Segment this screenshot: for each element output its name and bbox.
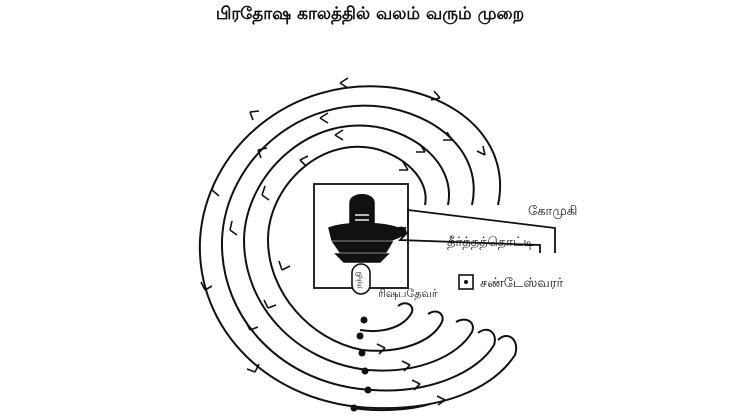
start-dot (358, 349, 366, 357)
channel-line-inner (397, 231, 541, 253)
start-dot (360, 316, 368, 324)
arrow-mark (229, 220, 238, 236)
water-channel (397, 208, 556, 253)
arrow-mark (411, 379, 421, 391)
arrow-mark (476, 145, 486, 156)
arrow-mark (319, 112, 329, 124)
path-ring-6 (351, 403, 431, 412)
path-ring-5 (359, 302, 414, 332)
chandeswarar-dot (464, 280, 468, 284)
arrow-mark (430, 90, 441, 101)
circumambulation-paths (198, 85, 518, 412)
label-theertha-thotti: தீர்த்தத்தொட்டி (447, 235, 534, 250)
diagram-title: பிரதோஷ காலத்தில் வலம் வரும் முறை (215, 4, 525, 24)
path-ring-3 (242, 124, 474, 372)
nandi-icon: நந்தி (351, 263, 371, 295)
arrow-mark (278, 260, 291, 271)
start-dot (361, 367, 369, 375)
direction-arrows (200, 77, 486, 406)
start-dot (356, 332, 364, 340)
arrow-mark (416, 143, 426, 153)
start-points (350, 316, 372, 412)
path-ring-2 (220, 104, 496, 392)
arrow-mark (299, 155, 309, 167)
start-dot (350, 404, 358, 412)
lingam-icon (328, 194, 407, 263)
arrow-mark (399, 161, 409, 171)
arrow-mark (436, 395, 446, 406)
arrow-mark (401, 360, 411, 372)
arrow-mark (443, 131, 453, 141)
label-chandeswarar: சண்டேஸ்வரர் (480, 276, 563, 291)
arrow-mark (246, 363, 260, 373)
arrow-mark (334, 129, 344, 141)
start-dot (364, 386, 372, 394)
path-ring-1 (198, 85, 518, 410)
path-ring-4 (266, 145, 444, 352)
arrow-mark (257, 147, 268, 159)
label-gomukhi: கோமுகி (528, 204, 577, 219)
arrow-mark (263, 299, 277, 309)
arrow-mark (339, 77, 349, 89)
arrow-mark (376, 343, 386, 355)
nandi-label: நந்தி (354, 272, 363, 289)
arrow-mark (249, 110, 260, 121)
arrow-mark (261, 185, 270, 201)
label-rishabadevar: ரிஷபதேவர் (378, 287, 438, 300)
channel-line-outer (407, 208, 556, 253)
arrow-mark (211, 180, 220, 197)
arrow-mark (245, 321, 259, 331)
arrow-mark (200, 281, 213, 291)
